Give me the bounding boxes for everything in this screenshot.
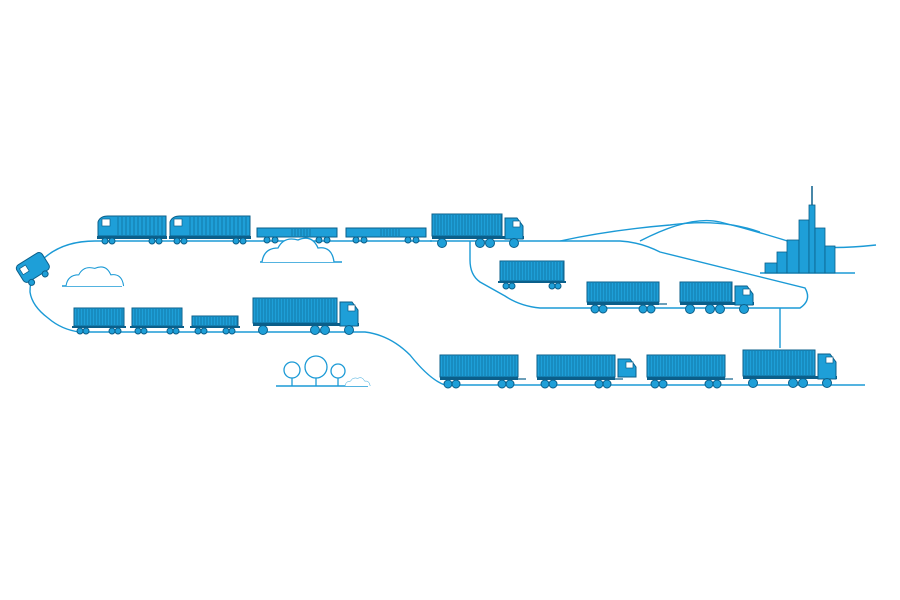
container-truck-icon bbox=[431, 213, 524, 248]
trailer-icon bbox=[536, 354, 623, 389]
container-wagon-icon bbox=[72, 307, 126, 335]
locomotive-front-icon bbox=[15, 252, 50, 286]
flatcar-icon bbox=[345, 227, 427, 244]
container-truck-icon bbox=[252, 297, 359, 335]
vehicles bbox=[15, 213, 837, 389]
locomotive-icon bbox=[169, 215, 251, 245]
route-line bbox=[430, 240, 809, 309]
container-wagon-icon bbox=[498, 260, 566, 290]
tree-icon bbox=[304, 355, 328, 386]
cloud-icon bbox=[65, 266, 125, 287]
flatcar-icon bbox=[256, 227, 338, 244]
tree-icon bbox=[283, 361, 301, 386]
cloud-icon bbox=[344, 377, 371, 387]
city-skyline-icon bbox=[764, 186, 836, 274]
container-truck-icon bbox=[679, 281, 754, 314]
container-truck-icon bbox=[742, 349, 837, 388]
trailer-icon bbox=[439, 354, 526, 389]
low-wagon-icon bbox=[190, 315, 240, 335]
cloud-icon bbox=[261, 237, 335, 263]
trailer-icon bbox=[586, 281, 667, 314]
scenery bbox=[65, 186, 836, 387]
container-wagon-icon bbox=[130, 307, 184, 335]
trailer-icon bbox=[646, 354, 733, 389]
tree-icon bbox=[330, 363, 346, 386]
truck-cab-icon bbox=[617, 358, 637, 378]
locomotive-icon bbox=[97, 215, 167, 245]
route-line bbox=[559, 221, 761, 242]
